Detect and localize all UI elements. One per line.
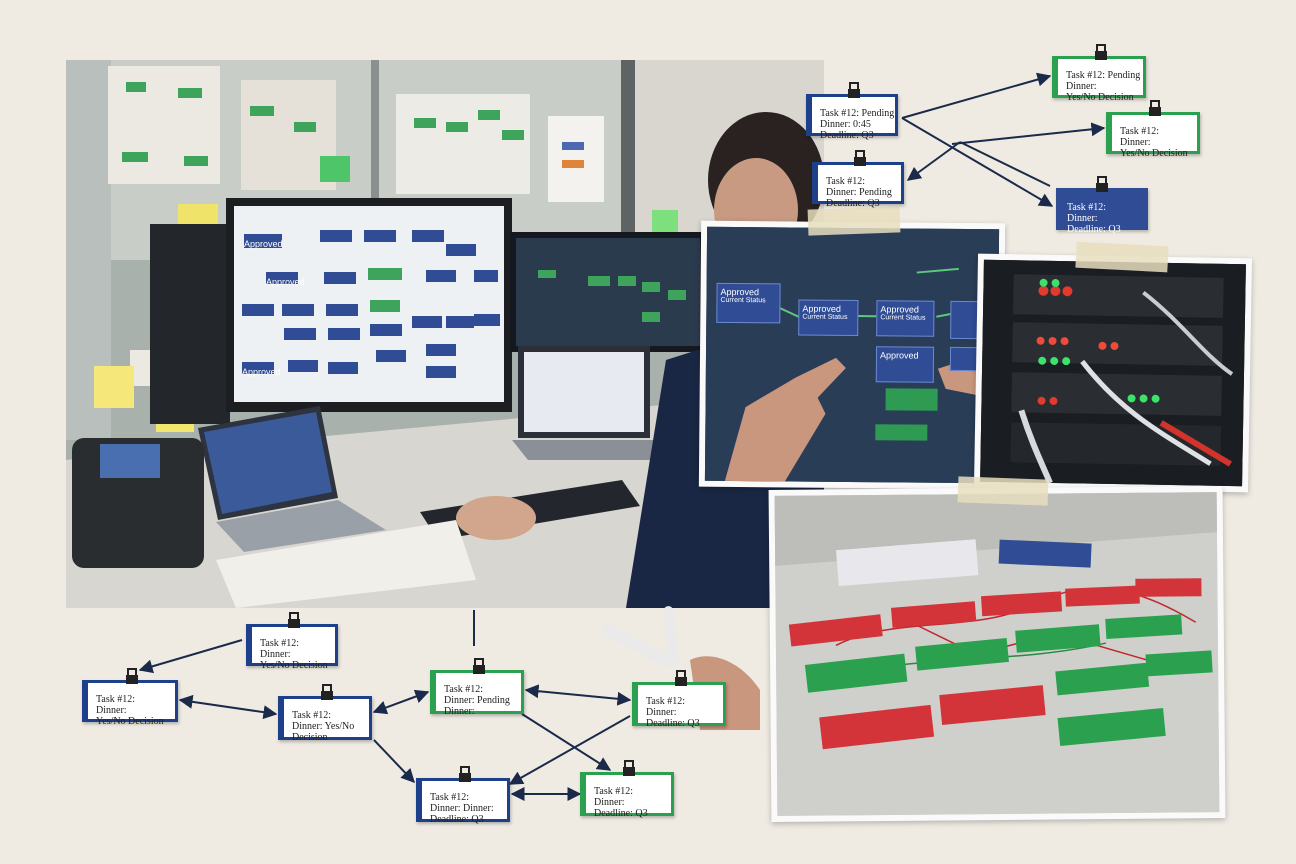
flow-node xyxy=(326,304,358,316)
task-tag: Task #12: Pending Dinner: 0:45 Deadline:… xyxy=(806,82,898,141)
tags-table-photo xyxy=(768,486,1226,822)
task-tag: Task #12: Dinner: Pending Deadline: Q3 xyxy=(812,150,904,209)
flow-node xyxy=(618,276,636,286)
binder-clip-icon xyxy=(853,150,866,166)
flow-node xyxy=(284,328,316,340)
flow-node xyxy=(288,360,318,372)
flow-node xyxy=(370,300,400,312)
task-tag: Task #12: Dinner: Deadline: Q3 xyxy=(632,670,726,729)
binder-clip-icon xyxy=(1148,100,1161,116)
flow-node xyxy=(328,362,358,374)
right-monitor-flowchart xyxy=(518,250,698,340)
zoom-node: Approved Current Status xyxy=(716,282,781,324)
flow-node: Approved xyxy=(244,234,283,249)
binder-clip-icon xyxy=(472,658,485,674)
zoom-node: Approved Current Status xyxy=(876,300,935,337)
flow-node xyxy=(538,270,556,278)
tape xyxy=(807,206,901,236)
flow-node xyxy=(426,366,456,378)
table-tag-green xyxy=(1145,650,1213,677)
flow-node xyxy=(364,230,396,242)
flow-node xyxy=(642,312,660,322)
table-tag-red xyxy=(1065,585,1140,607)
flow-node xyxy=(328,328,360,340)
flow-node xyxy=(282,304,314,316)
server-rack-photo xyxy=(973,253,1253,493)
binder-clip-icon xyxy=(1096,176,1108,192)
flow-node xyxy=(426,344,456,356)
table-tag-red xyxy=(1135,578,1202,597)
main-office-photo: Approved Approved Approved xyxy=(66,60,824,608)
flow-node xyxy=(446,316,474,328)
task-tag: Task #12: Dinner: Yes/No Decision xyxy=(278,684,372,743)
flow-node: Approved xyxy=(242,362,281,377)
task-tag: Task #12: Dinner: Deadline: Q3 xyxy=(1056,176,1148,235)
flow-node xyxy=(426,270,456,282)
flow-node xyxy=(474,314,500,326)
flow-node xyxy=(324,272,356,284)
task-tag: Task #12: Dinner: Yes/No Decision xyxy=(1106,100,1200,159)
task-tag: Task #12: Dinner: Dinner: Deadline: Q3 xyxy=(416,766,510,825)
main-monitor-flowchart: Approved Approved Approved xyxy=(236,222,502,400)
flow-node xyxy=(668,290,686,300)
flow-node: Approved xyxy=(266,272,305,287)
flow-node xyxy=(368,268,402,280)
zoom-node: Approved xyxy=(875,346,935,383)
flow-node xyxy=(376,350,406,362)
binder-clip-icon xyxy=(458,766,471,782)
tape xyxy=(1075,241,1169,273)
task-tag: Task #12: Dinner: Pending Dinner: xyxy=(430,658,524,717)
zoom-node: Approved Current Status xyxy=(798,299,859,337)
binder-clip-icon xyxy=(1094,44,1107,60)
binder-clip-icon xyxy=(847,82,860,98)
task-tag: Task #12: Dinner: Yes/No Decision xyxy=(246,612,338,671)
binder-clip-icon xyxy=(320,684,333,700)
zoom-screen-photo: Approved Current Status Approved Current… xyxy=(698,220,1006,490)
flow-node xyxy=(370,324,402,336)
binder-clip-icon xyxy=(622,760,635,776)
flow-node xyxy=(642,282,660,292)
binder-clip-icon xyxy=(287,612,300,628)
flow-node xyxy=(412,316,442,328)
task-tag: Task #12: Pending Dinner: Yes/No Decisio… xyxy=(1052,44,1146,103)
task-tag: Task #12: Dinner: Deadline: Q3 xyxy=(580,760,674,819)
flow-node xyxy=(412,230,444,242)
flow-node xyxy=(474,270,498,282)
binder-clip-icon xyxy=(125,668,138,684)
tape xyxy=(957,476,1049,506)
flow-node xyxy=(446,244,476,256)
flow-node xyxy=(242,304,274,316)
flow-node xyxy=(588,276,610,286)
flow-node xyxy=(320,230,352,242)
task-tag: Task #12: Dinner: Yes/No Decision xyxy=(82,668,178,727)
binder-clip-icon xyxy=(674,670,687,686)
